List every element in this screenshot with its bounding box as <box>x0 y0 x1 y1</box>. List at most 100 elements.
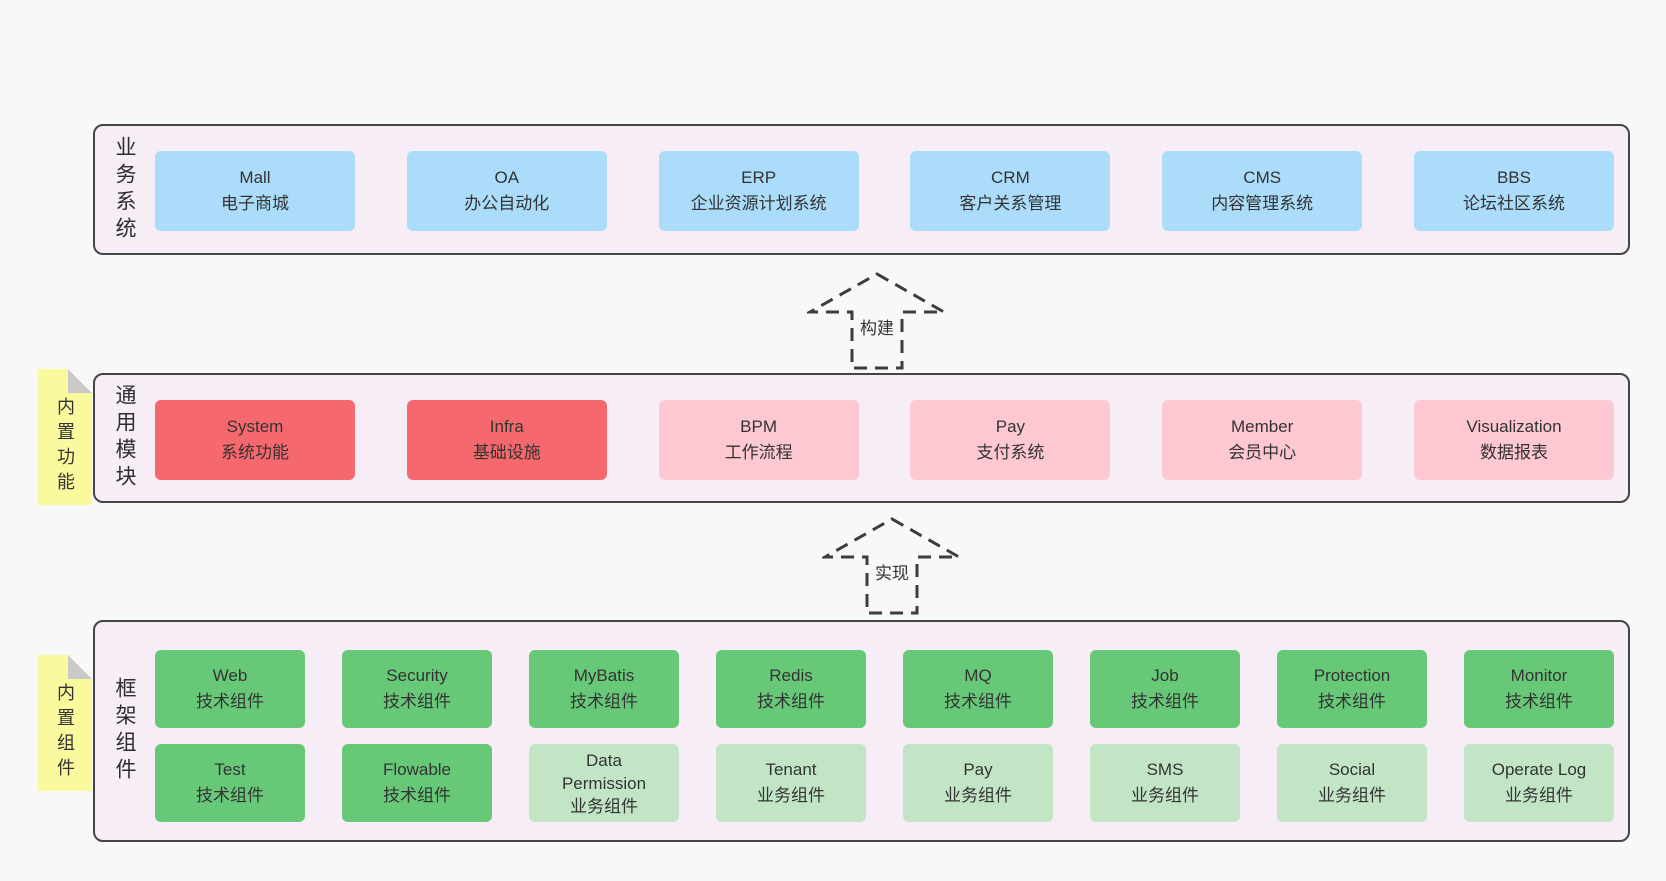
box-security: Security 技术组件 <box>342 650 492 728</box>
box-crm: CRM 客户关系管理 <box>910 151 1111 231</box>
box-monitor: Monitor 技术组件 <box>1464 650 1614 728</box>
box-subtitle: 基础设施 <box>472 443 541 462</box>
build-arrow: 构建 <box>807 271 947 371</box>
box-visualization: Visualization 数据报表 <box>1413 400 1614 480</box>
box-cms: CMS 内容管理系统 <box>1162 151 1363 231</box>
box-test: Test 技术组件 <box>155 744 305 822</box>
box-data-permission: Data Permission 业务组件 <box>529 744 679 822</box>
box-subtitle: 业务组件 <box>1131 786 1199 805</box>
box-title: Mall <box>239 168 271 187</box>
box-title: Security <box>386 666 448 685</box>
box-title: MyBatis <box>573 666 635 685</box>
box-title: SMS <box>1146 760 1184 779</box>
box-subtitle: 技术组件 <box>570 692 638 711</box>
box-subtitle: 工作流程 <box>724 443 793 462</box>
box-mall: Mall 电子商城 <box>155 151 355 231</box>
box-mybatis: MyBatis 技术组件 <box>529 650 679 728</box>
box-subtitle: 技术组件 <box>944 692 1012 711</box>
box-sms: SMS 业务组件 <box>1090 744 1240 822</box>
box-title: Protection <box>1313 666 1391 685</box>
box-system: System 系统功能 <box>155 400 355 480</box>
box-title: Flowable <box>382 760 452 779</box>
box-bbs: BBS 论坛社区系统 <box>1413 151 1614 231</box>
box-oa: OA 办公自动化 <box>406 151 607 231</box>
box-title: MQ <box>964 666 992 685</box>
box-subtitle: 业务组件 <box>1318 786 1386 805</box>
box-flowable: Flowable 技术组件 <box>342 744 492 822</box>
box-tenant: Tenant 业务组件 <box>716 744 866 822</box>
box-operate-log: Operate Log 业务组件 <box>1464 744 1614 822</box>
box-erp: ERP 企业资源计划系统 <box>658 151 859 231</box>
common-box-row: System 系统功能 Infra 基础设施 BPM 工作流程 Pay 支付系统… <box>155 400 1614 480</box>
box-subtitle: 会员中心 <box>1228 443 1297 462</box>
box-protection: Protection 技术组件 <box>1277 650 1427 728</box>
box-subtitle: 数据报表 <box>1479 443 1548 462</box>
box-title: Web <box>212 666 248 685</box>
box-title: Test <box>214 760 246 779</box>
box-title: CRM <box>991 168 1030 187</box>
box-subtitle: 系统功能 <box>221 443 289 462</box>
box-title: OA <box>494 168 520 187</box>
note-built-in-features: 内置功能 <box>38 369 92 505</box>
box-subtitle: 技术组件 <box>196 692 264 711</box>
box-web: Web 技术组件 <box>155 650 305 728</box>
box-subtitle: 办公自动化 <box>464 194 550 213</box>
box-title: Infra <box>489 417 524 436</box>
box-pay: Pay 支付系统 <box>910 400 1111 480</box>
dashed-up-arrow-icon <box>807 272 947 370</box>
box-social: Social 业务组件 <box>1277 744 1427 822</box>
box-subtitle: 客户关系管理 <box>959 194 1062 213</box>
box-subtitle: 业务组件 <box>570 796 638 816</box>
box-title: Member <box>1231 417 1294 436</box>
box-title: Data Permission <box>561 750 647 793</box>
box-title: Social <box>1328 760 1376 779</box>
framework-box-row-2: Test 技术组件 Flowable 技术组件 Data Permission … <box>155 744 1614 822</box>
box-subtitle: 技术组件 <box>196 786 264 805</box>
layer-label-framework: 框架组件 <box>113 677 136 785</box>
box-title: ERP <box>741 168 777 187</box>
box-subtitle: 业务组件 <box>757 786 825 805</box>
box-subtitle: 业务组件 <box>944 786 1012 805</box>
box-bpm: BPM 工作流程 <box>658 400 859 480</box>
box-title: Monitor <box>1510 666 1568 685</box>
layer-framework-components: 框架组件 Web 技术组件 Security 技术组件 MyBatis 技术组件… <box>93 620 1630 842</box>
box-subtitle: 技术组件 <box>383 692 451 711</box>
box-title: Redis <box>769 666 813 685</box>
box-subtitle: 内容管理系统 <box>1211 194 1314 213</box>
framework-box-row-1: Web 技术组件 Security 技术组件 MyBatis 技术组件 Redi… <box>155 650 1614 728</box>
business-box-row: Mall 电子商城 OA 办公自动化 ERP 企业资源计划系统 CRM 客户关系… <box>155 151 1614 231</box>
box-subtitle: 技术组件 <box>383 786 451 805</box>
box-job: Job 技术组件 <box>1090 650 1240 728</box>
layer-business-systems: 业务系统 Mall 电子商城 OA 办公自动化 ERP 企业资源计划系统 CRM… <box>93 124 1630 255</box>
box-title: Operate Log <box>1491 760 1587 779</box>
box-subtitle: 业务组件 <box>1505 786 1573 805</box>
build-arrow-label: 构建 <box>857 313 897 340</box>
box-subtitle: 支付系统 <box>976 443 1045 462</box>
box-subtitle: 技术组件 <box>1318 692 1386 711</box>
box-title: Job <box>1151 666 1179 685</box>
box-infra: Infra 基础设施 <box>406 400 607 480</box>
box-subtitle: 论坛社区系统 <box>1462 194 1565 213</box>
box-title: Tenant <box>765 760 817 779</box>
box-member: Member 会员中心 <box>1162 400 1363 480</box>
box-title: Pay <box>963 760 993 779</box>
box-title: BPM <box>740 417 778 436</box>
box-subtitle: 电子商城 <box>221 194 289 213</box>
box-redis: Redis 技术组件 <box>716 650 866 728</box>
box-mq: MQ 技术组件 <box>903 650 1053 728</box>
box-pay-biz: Pay 业务组件 <box>903 744 1053 822</box>
layer-label-business: 业务系统 <box>113 135 136 244</box>
folded-corner-icon <box>68 655 92 679</box>
note-text: 内置功能 <box>55 397 75 497</box>
box-subtitle: 技术组件 <box>1131 692 1199 711</box>
layer-label-common: 通用模块 <box>113 384 136 492</box>
box-title: Pay <box>995 417 1026 436</box>
box-title: CMS <box>1243 168 1282 187</box>
box-title: BBS <box>1496 168 1531 187</box>
implement-arrow: 实现 <box>822 516 962 616</box>
box-subtitle: 企业资源计划系统 <box>690 194 827 213</box>
layer-common-modules: 通用模块 System 系统功能 Infra 基础设施 BPM 工作流程 Pay… <box>93 373 1630 503</box>
box-subtitle: 技术组件 <box>757 692 825 711</box>
note-built-in-components: 内置组件 <box>38 655 92 791</box>
box-title: System <box>226 417 284 436</box>
